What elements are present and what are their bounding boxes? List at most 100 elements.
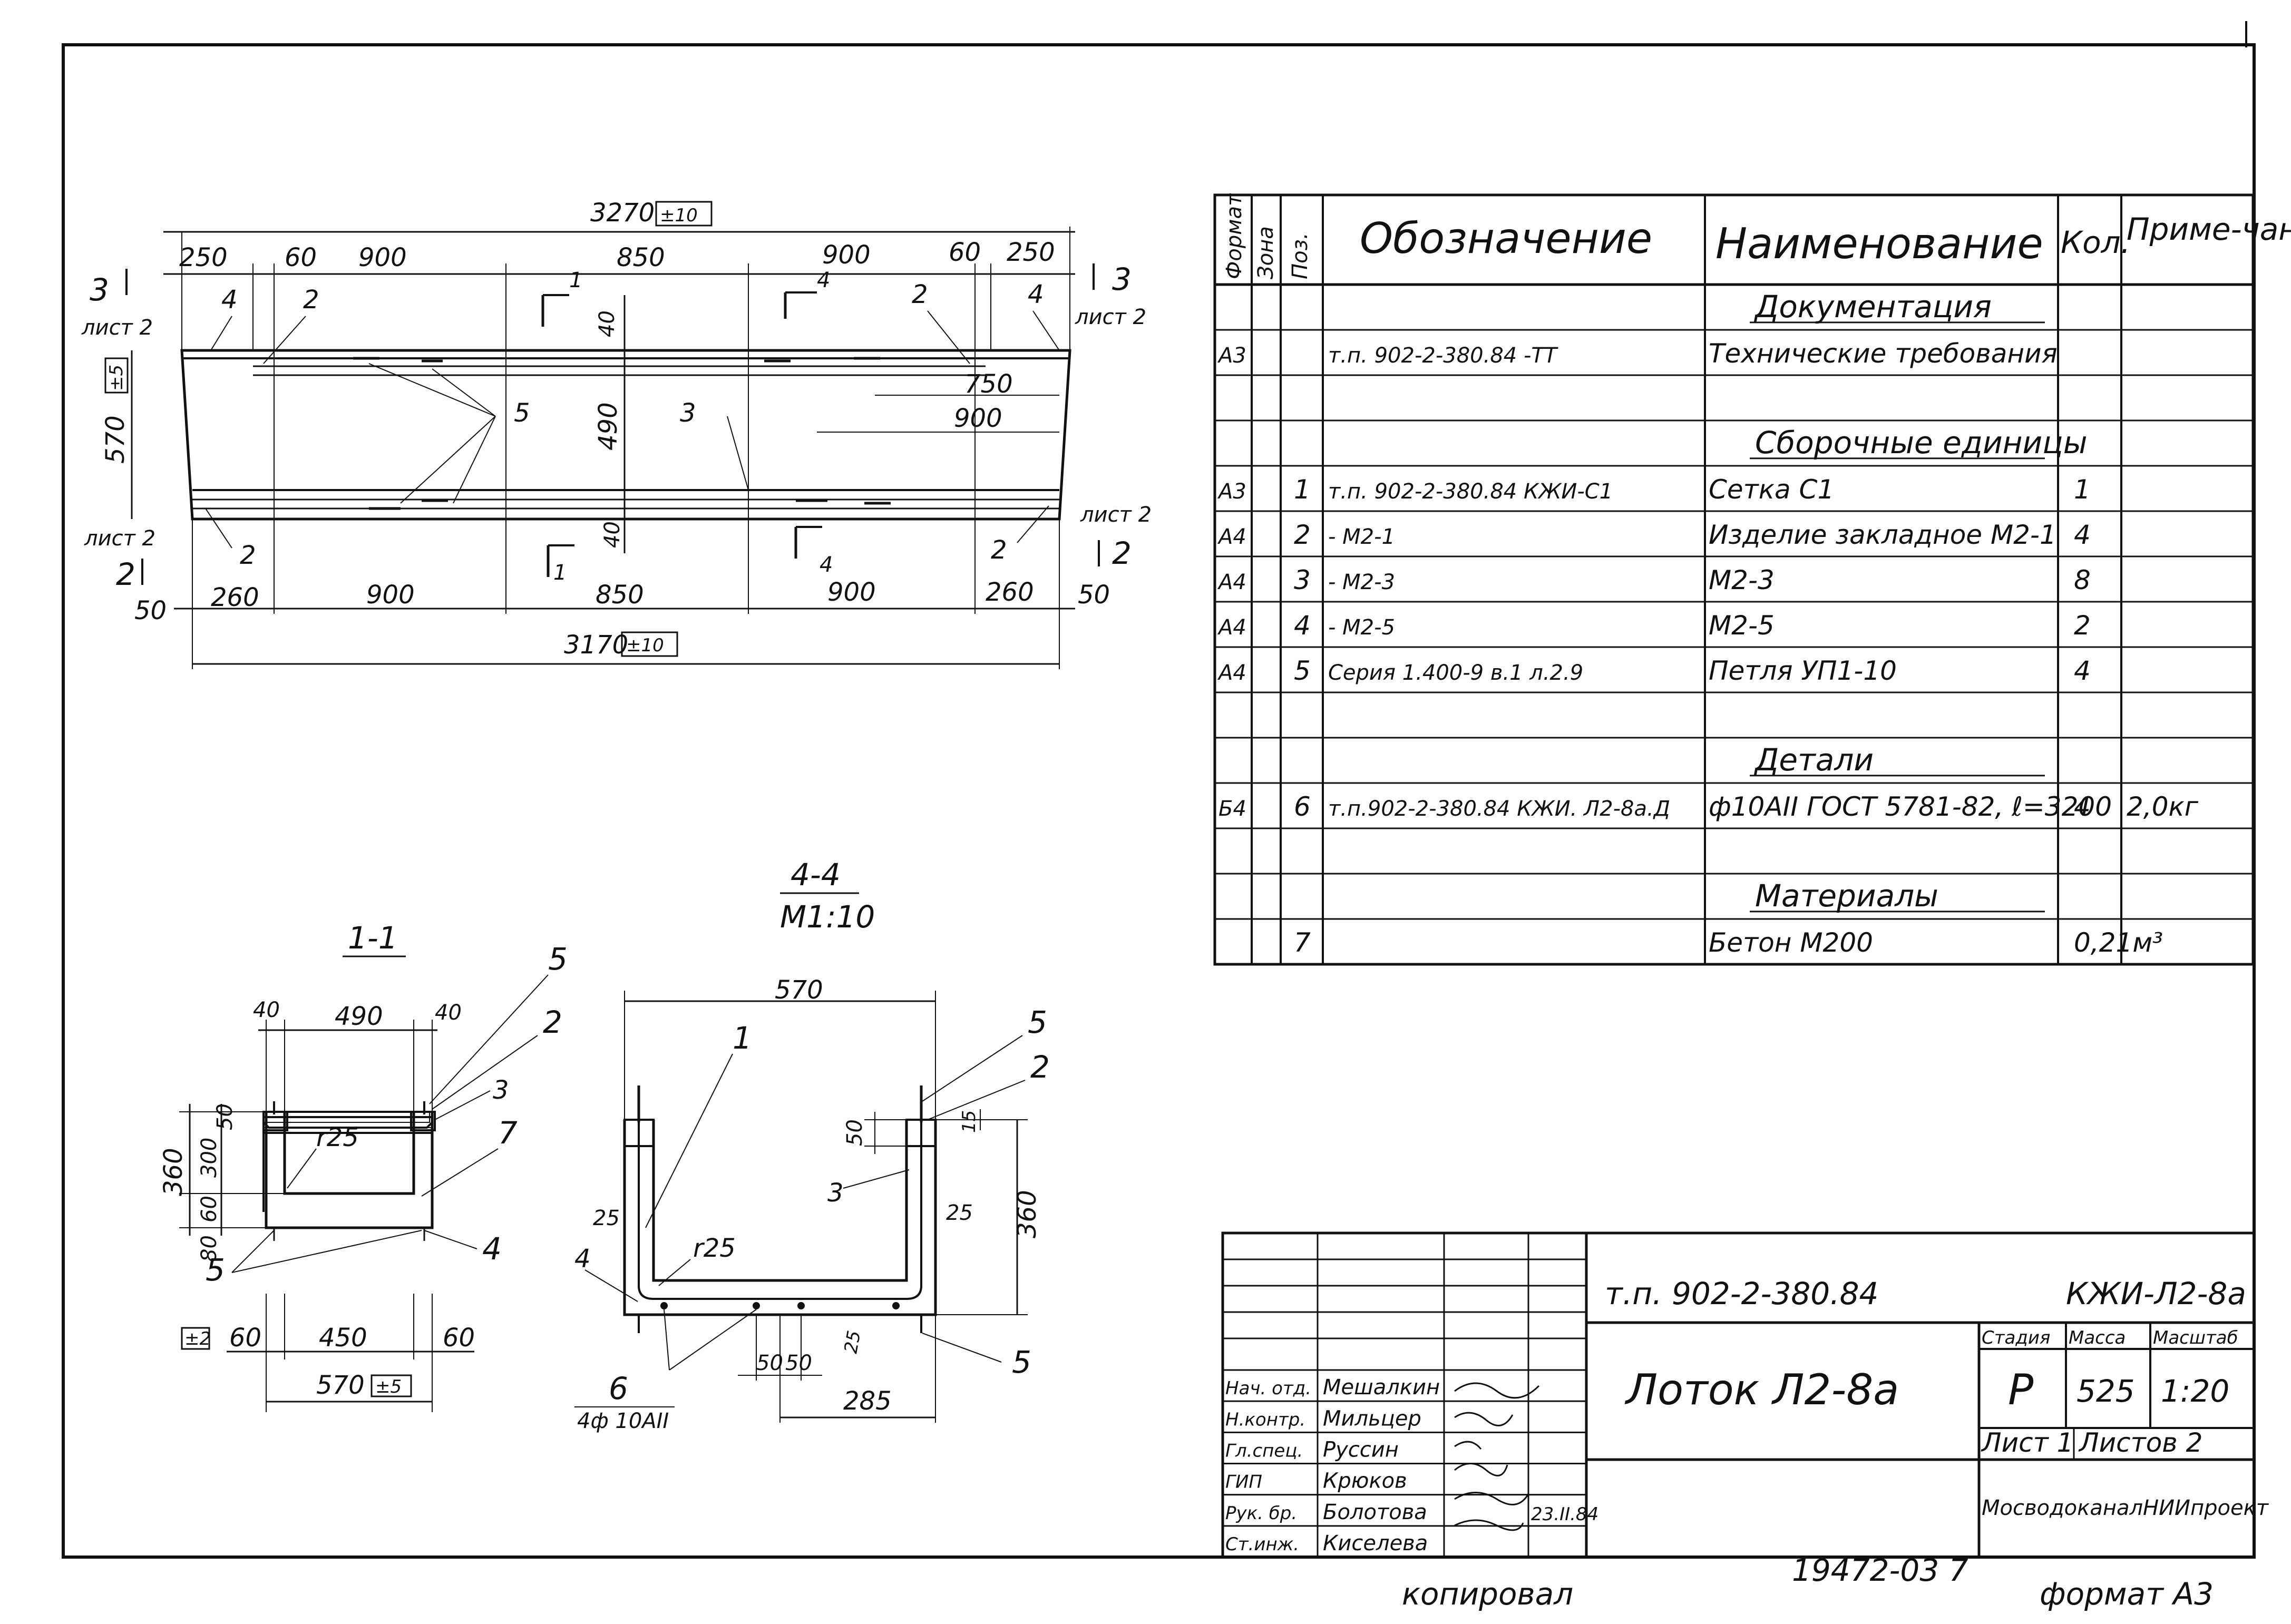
spec-row: Материалы	[1750, 878, 2045, 914]
spec-cell-designation: Серия 1.400-9 в.1 л.2.9	[1328, 661, 1583, 685]
spec-cell-name: Документация	[1753, 289, 1992, 325]
sec44-cover-left: 25	[593, 1206, 620, 1230]
section-4-4: 4-4 M1:10 570 360 50 15 25 25	[574, 857, 1050, 1433]
plan-sec3-right: 3	[1112, 261, 1132, 297]
spec-header-pos: Поз.	[1288, 232, 1312, 279]
spec-cell-designation: - М2-3	[1328, 570, 1395, 594]
sec11-radius: r25	[316, 1123, 359, 1152]
plan-tol-top: ±10	[660, 205, 698, 226]
spec-cell-designation: т.п. 902-2-380.84 -ТТ	[1328, 344, 1559, 368]
tb-sheets: Листов 2	[2078, 1427, 2202, 1458]
plan-right-end-dim: 50	[1078, 580, 1110, 610]
sec44-dim-50a: 50	[756, 1351, 783, 1375]
spec-cell-qty: 4	[2074, 520, 2091, 550]
tb-mass: 525	[2076, 1373, 2135, 1409]
spec-row: Сборочные единицы	[1750, 425, 2088, 461]
tb-person: Болотова	[1323, 1500, 1427, 1524]
sec44-pos3: 3	[827, 1178, 844, 1208]
plan-pos2-right: 2	[912, 280, 928, 309]
plan-pos4-left: 4	[221, 285, 238, 315]
spec-cell-designation: т.п. 902-2-380.84 КЖИ-С1	[1328, 480, 1613, 504]
sec44-pos2: 2	[1030, 1049, 1050, 1085]
sec44-bottom-25: 25	[840, 1329, 865, 1355]
plan-sheet-ref-tr: лист 2	[1075, 305, 1146, 329]
spec-row: А3 т.п. 902-2-380.84 -ТТ Технические требо…	[1217, 338, 2058, 369]
sec44-pos6: 6	[609, 1371, 628, 1406]
spec-cell-name: Технические требования	[1709, 338, 2058, 369]
plan-top-dim-3: 900	[358, 243, 407, 272]
tb-role: ГИП	[1225, 1472, 1262, 1493]
sec44-bar-note: 4ф 10АII	[577, 1409, 669, 1433]
plan-bot-dim-5: 260	[986, 578, 1034, 607]
sec44-pos1: 1	[733, 1020, 752, 1056]
tb-stage-label: Стадия	[1982, 1327, 2050, 1348]
footer-copy-note: копировал	[1402, 1576, 1573, 1612]
plan-sheet-ref-tl: лист 2	[81, 316, 153, 340]
sec11-pos5-bot: 5	[206, 1252, 225, 1288]
spec-cell-qty: 0,21м³	[2074, 927, 2163, 958]
tb-person: Крюков	[1323, 1469, 1407, 1493]
plan-tol-bottom: ±10	[626, 635, 664, 656]
plan-pos3: 3	[680, 398, 696, 428]
spec-cell-qty: 1	[2074, 474, 2091, 505]
spec-cell-name: Детали	[1753, 742, 1874, 778]
sec44-pos4: 4	[574, 1244, 591, 1274]
tb-stage: Р	[2008, 1365, 2034, 1414]
spec-cell-note: 2,0кг	[2127, 791, 2199, 822]
plan-cover-bot: 40	[600, 521, 625, 548]
spec-cell-format: А4	[1217, 570, 1246, 594]
tb-role: Нач. отд.	[1225, 1378, 1311, 1399]
spec-header-note: Приме-чание	[2127, 211, 2291, 247]
tb-person: Мильцер	[1323, 1406, 1421, 1431]
sec11-side-left: 40	[253, 998, 280, 1022]
plan-overall-bottom: 3170	[564, 630, 628, 660]
plan-sec2-right: 2	[1112, 535, 1132, 571]
tb-person: Мешалкин	[1323, 1375, 1440, 1400]
tb-role: Гл.спец.	[1225, 1440, 1303, 1461]
plan-sec2-left: 2	[116, 556, 135, 592]
tb-role: Рук. бр.	[1225, 1503, 1297, 1524]
spec-cell-qty: 4	[2074, 656, 2091, 686]
sec44-width: 570	[775, 975, 823, 1005]
spec-cell-designation: - М2-1	[1328, 525, 1395, 549]
tb-sign-date: 23.II.84	[1531, 1504, 1598, 1525]
tb-scale: 1:20	[2161, 1373, 2229, 1409]
spec-cell-name: М2-3	[1709, 565, 1775, 595]
spec-cell-format: А3	[1217, 480, 1246, 504]
spec-cell-pos: 2	[1294, 520, 1311, 550]
plan-bot-dim-3: 850	[596, 580, 644, 610]
plan-height: 570	[101, 415, 130, 464]
sec11-pos2: 2	[543, 1004, 562, 1040]
sec11-h-wall: 300	[197, 1138, 221, 1178]
plan-pos4-right: 4	[1028, 280, 1044, 309]
tb-project-code: т.п. 902-2-380.84	[1605, 1276, 1878, 1312]
plan-top-dim-4: 850	[617, 243, 665, 272]
spec-cell-designation: т.п.902-2-380.84 КЖИ. Л2-8а.Д	[1328, 797, 1670, 821]
spec-cell-designation: - М2-5	[1328, 615, 1395, 640]
tb-role: Н.контр.	[1225, 1409, 1305, 1430]
plan-top-dim-6: 60	[949, 238, 981, 267]
plan-inner-height: 490	[593, 402, 623, 451]
sec11-h-80: 80	[197, 1235, 221, 1262]
spec-cell-name: Изделие закладное М2-1	[1709, 520, 2056, 550]
tb-person: Руссин	[1323, 1437, 1399, 1462]
spec-cell-name: ф10АII ГОСТ 5781-82, ℓ=3200	[1709, 791, 2112, 822]
spec-cell-name: Петля УП1-10	[1709, 656, 1897, 686]
sec11-tol-mark: ±2	[184, 1328, 211, 1349]
sec44-title: 4-4	[791, 857, 841, 893]
spec-cell-qty: 8	[2074, 565, 2091, 595]
tb-role: Ст.инж.	[1225, 1534, 1299, 1555]
plan-sec3-left: 3	[90, 272, 109, 308]
sec44-pos5-bot: 5	[1012, 1344, 1031, 1380]
plan-sheet-ref-bl: лист 2	[84, 526, 155, 551]
sec11-pos3: 3	[493, 1075, 509, 1105]
sec11-base-left: 60	[229, 1323, 261, 1353]
tb-person: Киселева	[1323, 1531, 1428, 1555]
spec-cell-format: А3	[1217, 344, 1246, 368]
sec44-h-total: 360	[1012, 1190, 1042, 1238]
plan-tol-height: ±5	[106, 365, 127, 391]
sec11-pos5-top: 5	[548, 941, 568, 977]
